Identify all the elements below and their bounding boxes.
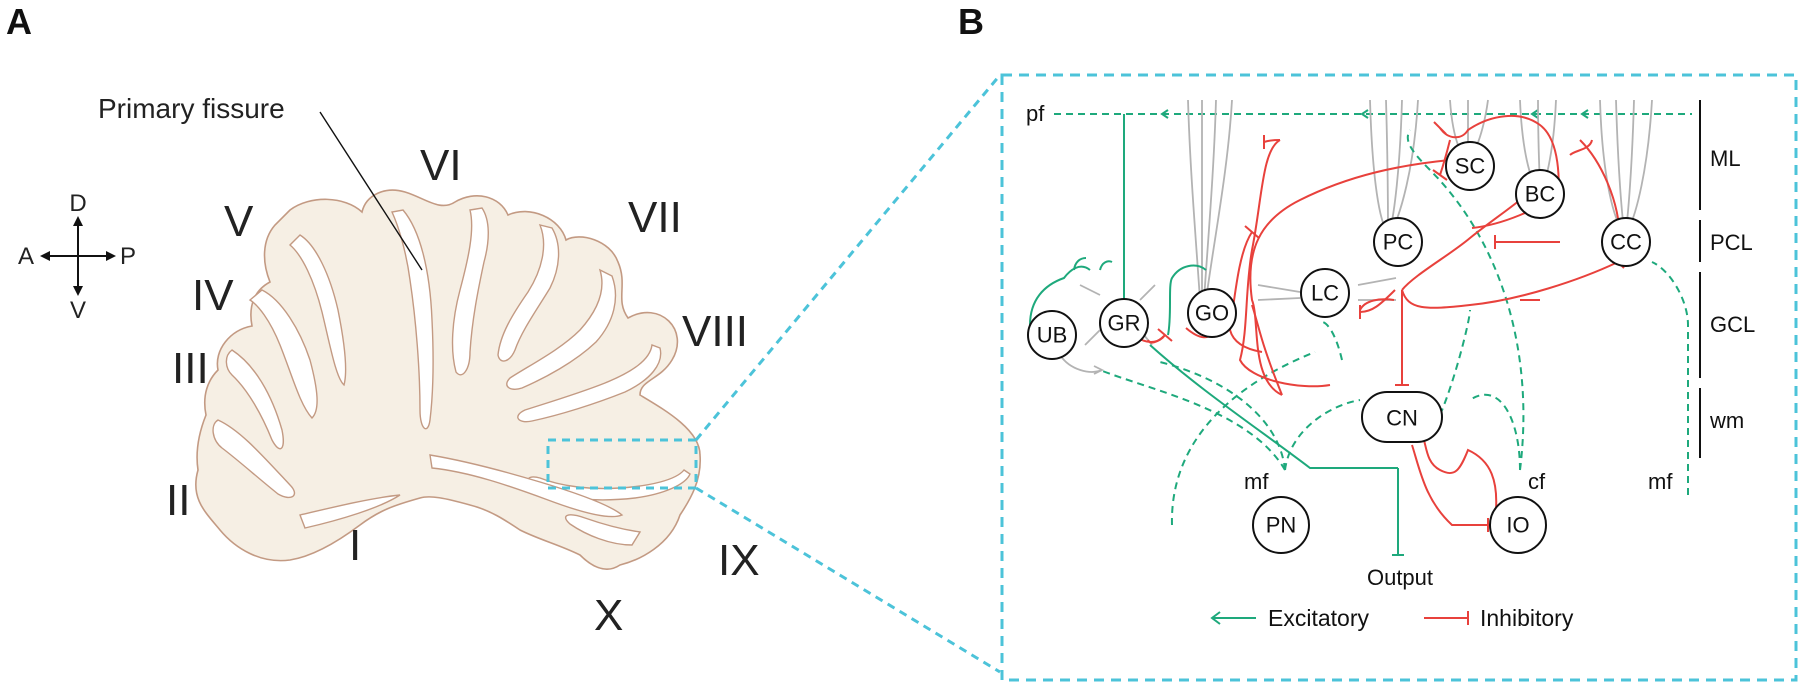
cell-pn: PN	[1252, 496, 1310, 554]
cell-gr: GR	[1099, 298, 1149, 348]
svg-text:IO: IO	[1506, 513, 1529, 538]
sulcus	[225, 349, 284, 450]
fiber-label-pf: pf	[1026, 101, 1045, 126]
svg-text:PC: PC	[1383, 230, 1414, 255]
compass-dorsal: D	[69, 190, 86, 217]
zoom-line-top	[694, 74, 1002, 441]
svg-text:LC: LC	[1311, 281, 1339, 306]
cell-bc: BC	[1515, 169, 1565, 219]
sulcus	[506, 268, 617, 390]
orientation-compass: D V A P	[18, 190, 136, 324]
cell-go: GO	[1187, 288, 1237, 338]
primary-fissure	[390, 209, 434, 430]
panel-a-letter: A	[6, 1, 32, 42]
lobule-V: V	[224, 197, 254, 246]
sulcus	[517, 344, 662, 423]
layer-label-ml: ML	[1710, 146, 1741, 171]
primary-fissure-label: Primary fissure	[98, 93, 285, 124]
cell-ub: UB	[1027, 310, 1077, 360]
layer-label-pcl: PCL	[1710, 230, 1753, 255]
cell-lc: LC	[1300, 268, 1350, 318]
circuit-frame	[1000, 73, 1798, 682]
lobule-VIII: VIII	[682, 307, 748, 356]
layer-label-gcl: GCL	[1710, 312, 1755, 337]
svg-text:CC: CC	[1610, 230, 1642, 255]
svg-text:SC: SC	[1455, 154, 1486, 179]
sulcus	[248, 289, 318, 420]
lobule-IV: IV	[192, 271, 234, 320]
sulcus	[212, 419, 296, 499]
inset-region	[546, 438, 698, 490]
cell-cc: CC	[1601, 217, 1651, 267]
dendrite-trees	[1059, 99, 1653, 375]
cell-sc: SC	[1445, 141, 1495, 191]
sulcus	[497, 223, 560, 362]
legend-inhibitory-label: Inhibitory	[1480, 605, 1574, 631]
sulcus	[565, 514, 642, 546]
fiber-label-cf: cf	[1528, 469, 1546, 494]
lobule-III: III	[172, 344, 209, 393]
inhibitory-projections	[1137, 114, 1625, 532]
lobule-II: II	[166, 476, 190, 525]
cell-cn: CN	[1361, 391, 1443, 443]
fiber-label-mf-right: mf	[1648, 469, 1673, 494]
svg-text:GO: GO	[1195, 301, 1229, 326]
cerebellum-sagittal-section	[195, 111, 701, 570]
parallel-fiber	[1054, 109, 1692, 300]
legend-excitatory-label: Excitatory	[1268, 605, 1369, 631]
compass-anterior: A	[18, 243, 34, 270]
sulcus	[288, 234, 347, 387]
lobule-X: X	[594, 591, 623, 640]
cell-pc: PC	[1373, 217, 1423, 267]
legend: Excitatory Inhibitory	[1210, 605, 1574, 631]
panel-b-letter: B	[958, 1, 984, 42]
sulcus	[299, 494, 401, 529]
svg-text:PN: PN	[1266, 513, 1297, 538]
svg-text:UB: UB	[1037, 323, 1068, 348]
cell-io: IO	[1489, 496, 1547, 554]
sulcus	[429, 454, 624, 518]
compass-posterior: P	[120, 243, 136, 270]
lobule-VI: VI	[420, 141, 462, 190]
output-label: Output	[1367, 565, 1433, 590]
svg-text:CN: CN	[1386, 406, 1418, 431]
zoom-line-bottom	[695, 486, 1001, 674]
svg-text:BC: BC	[1525, 182, 1556, 207]
lobule-I: I	[349, 521, 361, 570]
excitatory-projections	[1029, 129, 1689, 556]
fiber-label-mf-left: mf	[1244, 469, 1269, 494]
layer-label-wm: wm	[1709, 408, 1744, 433]
sulcus	[451, 207, 489, 376]
svg-text:GR: GR	[1108, 311, 1141, 336]
lobule-IX: IX	[718, 536, 760, 585]
lobule-VII: VII	[628, 193, 682, 242]
compass-ventral: V	[70, 297, 86, 324]
